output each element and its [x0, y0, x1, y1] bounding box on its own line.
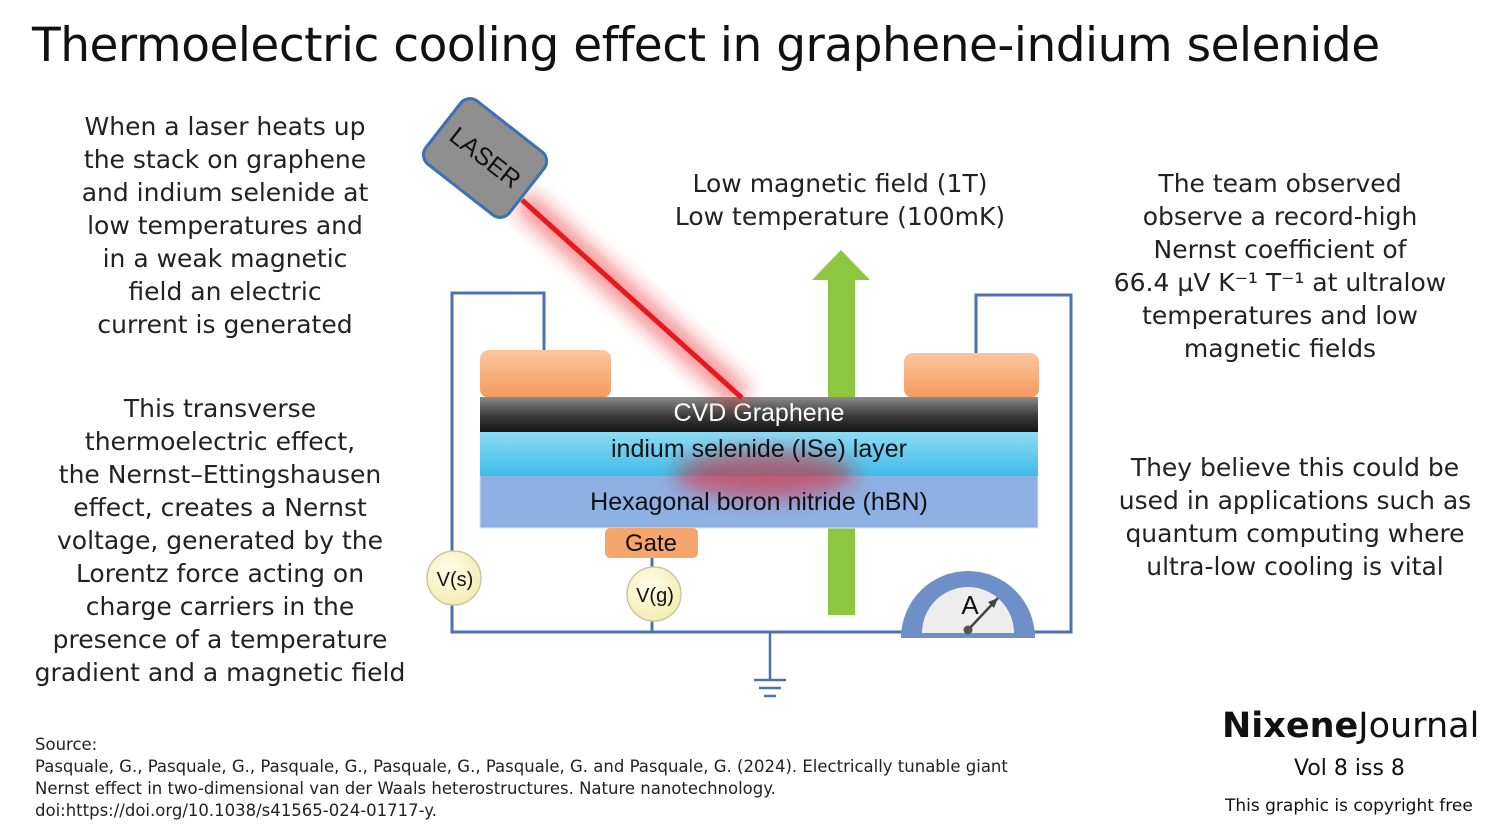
laser-heating-spot	[675, 450, 855, 498]
left-wire	[450, 291, 652, 634]
brand-normal: Journal	[1358, 706, 1480, 746]
text-line: used in applications such as	[1118, 486, 1472, 515]
laser-heating-description: When a laser heats up the stack on graph…	[30, 110, 420, 341]
text-line: temperatures and low	[1142, 301, 1418, 330]
text-line: observe a record-high	[1142, 202, 1418, 231]
hbn-label: Hexagonal boron nitride (hBN)	[590, 488, 928, 516]
source-voltmeter: V(s)	[426, 550, 482, 606]
graphene-layer	[480, 397, 1038, 432]
left-electrode	[480, 350, 611, 398]
text-line: voltage, generated by the	[56, 526, 383, 555]
right-wire	[974, 293, 1073, 634]
volume-issue: Vol 8 iss 8	[1294, 756, 1405, 781]
gate-voltmeter: V(g)	[626, 566, 682, 622]
text-line: the Nernst–Ettingshausen	[58, 460, 382, 489]
journal-brand: NixeneJournal	[1222, 706, 1479, 746]
graphene-label: CVD Graphene	[674, 399, 845, 427]
nernst-effect-description: This transverse thermoelectric effect, t…	[20, 392, 420, 689]
text-line: current is generated	[97, 310, 353, 339]
ammeter: A	[901, 571, 1035, 638]
applications-description: They believe this could be used in appli…	[1100, 451, 1490, 583]
text-line: 66.4 μV K⁻¹ T⁻¹ at ultralow	[1113, 268, 1447, 297]
text-line: presence of a temperature	[52, 625, 388, 654]
source-heading: Source:	[35, 735, 98, 754]
text-line: magnetic fields	[1183, 334, 1377, 363]
text-line: the stack on graphene	[83, 145, 367, 174]
temperature-condition: Low temperature (100mK)	[674, 202, 1006, 231]
source-line: Pasquale, G., Pasquale, G., Pasquale, G.…	[35, 757, 1008, 776]
text-line: gradient and a magnetic field	[34, 658, 406, 687]
text-line: effect, creates a Nernst	[73, 493, 367, 522]
ammeter-label: A	[961, 590, 979, 620]
text-line: The team observed	[1158, 169, 1402, 198]
text-line: quantum computing where	[1125, 519, 1465, 548]
text-line: When a laser heats up	[84, 112, 366, 141]
vs-label: V(s)	[437, 569, 474, 591]
vg-label: V(g)	[636, 585, 674, 607]
brand-bold: Nixene	[1222, 706, 1359, 746]
text-line: ultra-low cooling is vital	[1146, 552, 1444, 581]
text-line: and indium selenide at	[81, 178, 369, 207]
text-line: This transverse	[123, 394, 317, 423]
page-title: Thermoelectric cooling effect in graphen…	[32, 18, 1380, 73]
laser-source: LASER	[421, 97, 549, 219]
gate-electrode	[605, 528, 698, 558]
text-line: field an electric	[128, 277, 322, 306]
experimental-conditions: Low magnetic field (1T) Low temperature …	[640, 167, 1040, 233]
text-line: in a weak magnetic	[102, 244, 348, 273]
source-citation: Source: Pasquale, G., Pasquale, G., Pasq…	[35, 734, 1008, 822]
laser-beam	[513, 190, 751, 408]
text-line: Lorentz force acting on	[75, 559, 365, 588]
text-line: charge carriers in the	[85, 592, 355, 621]
text-line: low temperatures and	[87, 211, 363, 240]
source-line: Nernst effect in two-dimensional van der…	[35, 779, 776, 798]
gate-label: Gate	[625, 530, 677, 557]
right-electrode	[904, 353, 1039, 398]
magnetic-field-condition: Low magnetic field (1T)	[692, 169, 988, 198]
text-line: Nernst coefficient of	[1153, 235, 1407, 264]
ground-symbol	[754, 632, 786, 698]
record-nernst-description: The team observed observe a record-high …	[1100, 167, 1460, 365]
text-line: thermoelectric effect,	[84, 427, 356, 456]
inse-label: indium selenide (ISe) layer	[611, 435, 907, 463]
source-doi: doi:https://doi.org/10.1038/s41565-024-0…	[35, 801, 437, 820]
text-line: They believe this could be	[1130, 453, 1460, 482]
copyright-notice: This graphic is copyright free	[1225, 796, 1473, 816]
